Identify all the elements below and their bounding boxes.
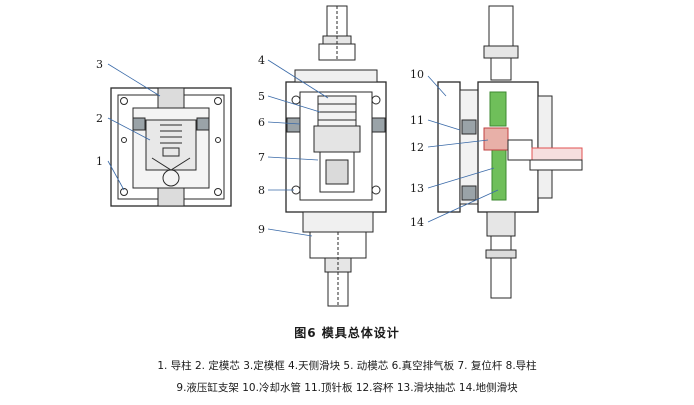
legend-line-2: 9.液压缸支架 10.冷却水管 11.顶针板 12.容杯 13.滑块抽芯 14.… (176, 382, 518, 394)
figure-title: 图6 模具总体设计 (294, 326, 400, 340)
callout-10: 10 (410, 68, 424, 81)
callout-1: 1 (96, 155, 103, 168)
left-view-fixed-mold (110, 87, 232, 207)
callout-7: 7 (258, 151, 265, 164)
callout-2: 2 (96, 112, 103, 125)
legend-line-1: 1. 导柱 2. 定模芯 3.定模框 4.天侧滑块 5. 动模芯 6.真空排气板… (157, 360, 537, 372)
callout-13: 13 (410, 182, 424, 195)
callout-6: 6 (258, 116, 265, 129)
callout-4: 4 (258, 54, 265, 67)
callout-3: 3 (96, 58, 103, 71)
leader-lines (107, 59, 499, 237)
callout-5: 5 (258, 90, 265, 103)
callout-11: 11 (410, 114, 424, 127)
callout-12: 12 (410, 141, 424, 154)
callout-14: 14 (410, 216, 424, 229)
right-view-section (437, 5, 583, 299)
callout-8: 8 (258, 184, 265, 197)
callout-9: 9 (258, 223, 265, 236)
mold-drawing: 3 2 1 4 5 6 7 8 9 10 11 12 13 14 (96, 5, 583, 307)
middle-view-front (285, 5, 387, 307)
